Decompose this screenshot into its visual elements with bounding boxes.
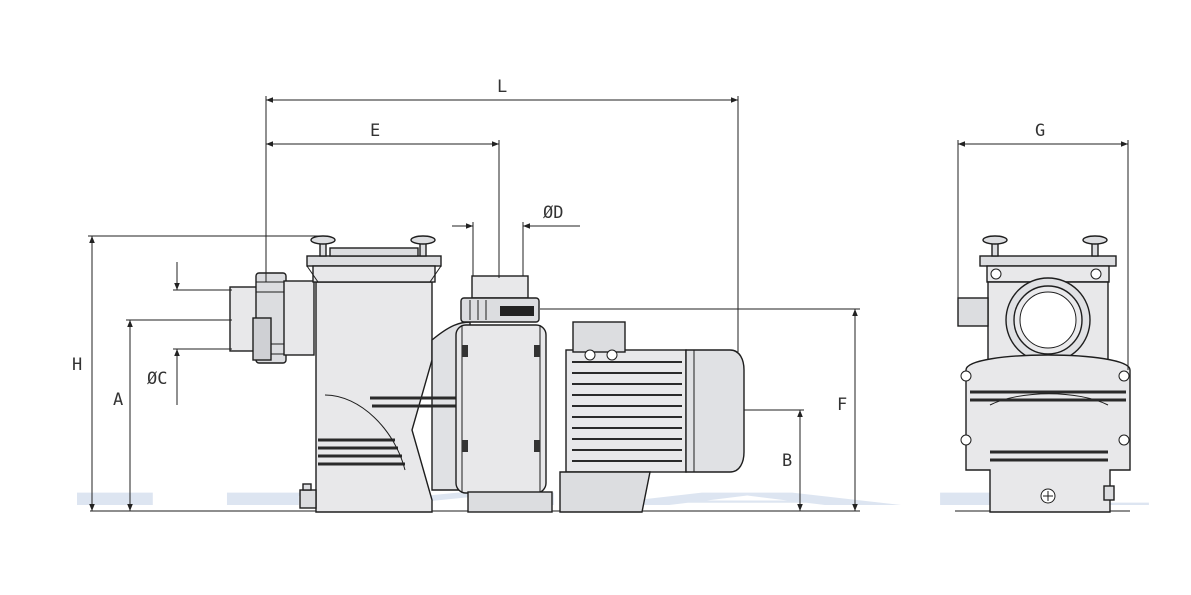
label-A: A: [113, 390, 123, 410]
dimension-lines: [88, 96, 1129, 511]
pump-side-view: [90, 235, 860, 513]
pump-body: [455, 275, 553, 513]
dimension-labels: L E ØD G H A ØC F B: [72, 77, 1045, 471]
label-B: B: [782, 451, 792, 471]
label-L: L: [497, 77, 507, 97]
label-H: H: [72, 355, 82, 375]
label-G: G: [1035, 121, 1045, 141]
label-E: E: [370, 121, 380, 141]
electric-motor: [559, 321, 745, 513]
pump-front-view: [955, 235, 1131, 513]
front-stripes: [970, 390, 1126, 462]
label-C: ØC: [147, 369, 167, 389]
label-F: F: [837, 395, 847, 415]
inlet-union: [229, 272, 315, 364]
motor-fins: [572, 361, 682, 462]
pot-stripes: [318, 438, 405, 466]
label-D: ØD: [543, 203, 563, 223]
strainer-pot: [299, 235, 442, 513]
